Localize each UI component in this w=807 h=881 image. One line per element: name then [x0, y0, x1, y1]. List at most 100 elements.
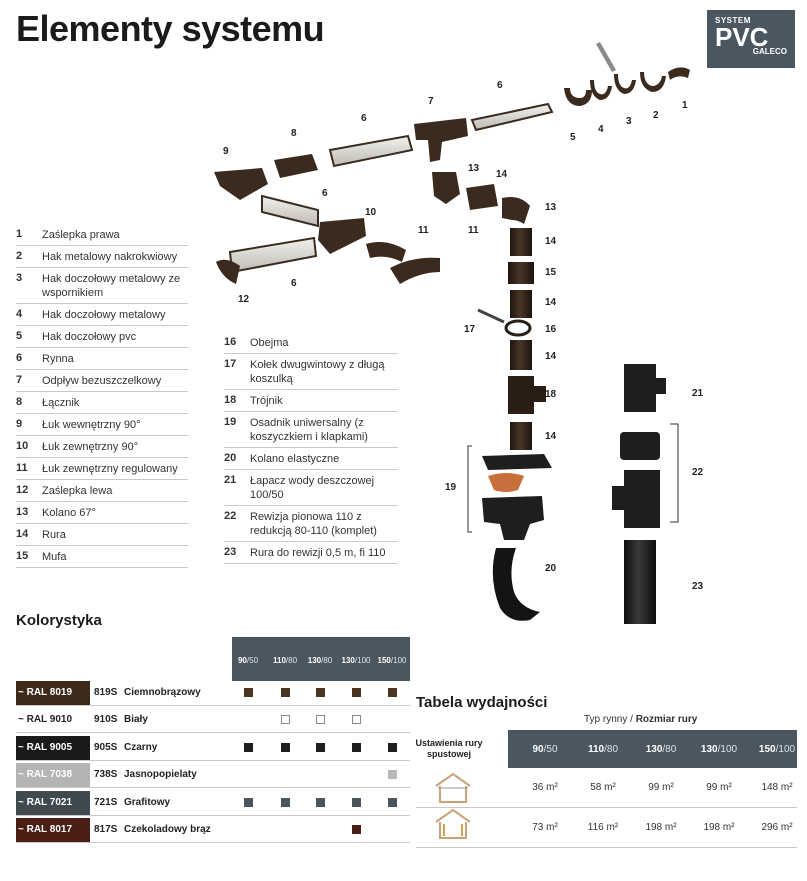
- note-pipe-size: Rozmiar rury: [635, 714, 698, 725]
- perf-cell: 148 m²: [761, 782, 793, 793]
- availability-square: [388, 770, 397, 780]
- availability-square: [352, 742, 361, 752]
- callout-22: 22: [692, 467, 704, 478]
- callout-3: 3: [626, 116, 632, 127]
- perf-size-sub: /100: [717, 744, 738, 755]
- legend-item-number: 10: [16, 440, 29, 452]
- callout-14: 14: [496, 169, 508, 180]
- callout-15: 15: [545, 267, 557, 278]
- legend-item-number: 15: [16, 550, 29, 562]
- ral-label: ~ RAL 8017: [16, 818, 90, 842]
- revision-pipe-icon: [624, 540, 656, 624]
- legend-item-number: 22: [224, 510, 237, 522]
- note-gutter-type: Typ rynny /: [584, 714, 636, 725]
- legend-item-label: Obejma: [250, 337, 289, 349]
- ral-label: ~ RAL 7021: [16, 790, 90, 815]
- black-fittings: [612, 364, 666, 624]
- perf-size-main: 130: [645, 744, 663, 755]
- callout-10: 10: [365, 207, 377, 218]
- legend-item-number: 2: [16, 250, 23, 262]
- legend-item-label: Zaślepka lewa: [42, 485, 113, 497]
- callout-16: 16: [545, 324, 557, 335]
- legend-item-number: 16: [224, 336, 237, 348]
- double-thread-pin-icon: [477, 308, 505, 324]
- perf-size-sub: /50: [543, 744, 558, 755]
- perf-size-header: 130/80: [632, 744, 690, 755]
- page-title: Elementy systemu: [16, 8, 325, 49]
- pipe-icon: [510, 290, 532, 318]
- perf-size-header: 110/80: [574, 744, 632, 755]
- bracket-22: [670, 423, 679, 523]
- outlet-icon: [414, 118, 468, 162]
- size-header-main: 150: [377, 656, 391, 665]
- inner-corner-icon: [214, 168, 268, 200]
- availability-square: [281, 742, 290, 752]
- legend-item-label: Łącznik: [42, 397, 80, 409]
- legend-item-label: Osadnik uniwersalny (z koszyczkiem i kla…: [250, 417, 368, 443]
- callout-14: 14: [545, 431, 557, 442]
- gully-icon: [482, 454, 552, 540]
- legend-item-number: 4: [16, 308, 23, 320]
- callout-14: 14: [545, 297, 557, 308]
- callout-14: 14: [545, 351, 557, 362]
- clamp-icon: [504, 319, 532, 337]
- hook-bracket-icon: [596, 42, 616, 72]
- size-header-sub: /100: [354, 656, 371, 665]
- flexible-elbow-icon: [492, 548, 540, 621]
- legend-item-label: Łuk zewnętrzny regulowany: [42, 463, 178, 475]
- legend-item-number: 20: [224, 452, 237, 464]
- end-cap-right-icon: [668, 67, 690, 80]
- ral-label: ~ RAL 8019: [16, 681, 90, 705]
- revision-cap-icon: [620, 432, 660, 460]
- adjustable-corner-1-icon: [366, 242, 406, 262]
- outer-corner-icon: [318, 218, 366, 254]
- callout-6: 6: [291, 278, 297, 289]
- downpipe-setting-label: Ustawienia rury spustowej: [415, 738, 483, 759]
- legend-item-number: 1: [16, 228, 23, 240]
- availability-square: [281, 715, 290, 725]
- rafter-hook-icon: [640, 72, 666, 92]
- legend-item-number: 17: [224, 358, 237, 370]
- house-two-downpipes-icon: [435, 808, 471, 839]
- color-name: Biały: [124, 714, 148, 726]
- fittings-group: [214, 42, 690, 284]
- color-code: 817S: [94, 824, 118, 835]
- callout-11: 11: [468, 225, 479, 236]
- downpipe-column: [477, 228, 546, 450]
- size-header-sub: /80: [285, 656, 298, 665]
- perf-size-header: 130/100: [690, 744, 748, 755]
- socket-icon: [508, 262, 534, 284]
- color-code: 905S: [94, 741, 118, 753]
- legend-item: 2 Hak metalowy nakrokwiowy: [16, 246, 188, 268]
- pipe-icon: [510, 228, 532, 256]
- availability-square: [316, 715, 325, 725]
- perf-cell: 36 m²: [532, 782, 558, 793]
- callout-1: 1: [682, 100, 688, 111]
- legend-item-number: 5: [16, 330, 23, 342]
- size-header-main: 130: [341, 656, 355, 665]
- gutter-icon: [228, 102, 554, 274]
- badge-system-text: SYSTEM: [715, 16, 751, 25]
- legend-item-label: Hak metalowy nakrokwiowy: [42, 251, 178, 263]
- pvc-hook-icon: [564, 88, 592, 106]
- color-name: Czekoladowy brąz: [124, 824, 211, 835]
- size-header: 150/100: [374, 656, 410, 665]
- callout-6: 6: [361, 113, 367, 124]
- legend-item: 16 Obejma: [224, 332, 398, 354]
- perf-size-main: 110: [587, 744, 605, 755]
- size-header: 130/100: [338, 656, 374, 665]
- callout-18: 18: [545, 389, 557, 400]
- availability-square: [388, 797, 397, 807]
- size-header: 90/50: [230, 656, 266, 665]
- callout-5: 5: [570, 132, 576, 143]
- availability-square: [316, 688, 325, 697]
